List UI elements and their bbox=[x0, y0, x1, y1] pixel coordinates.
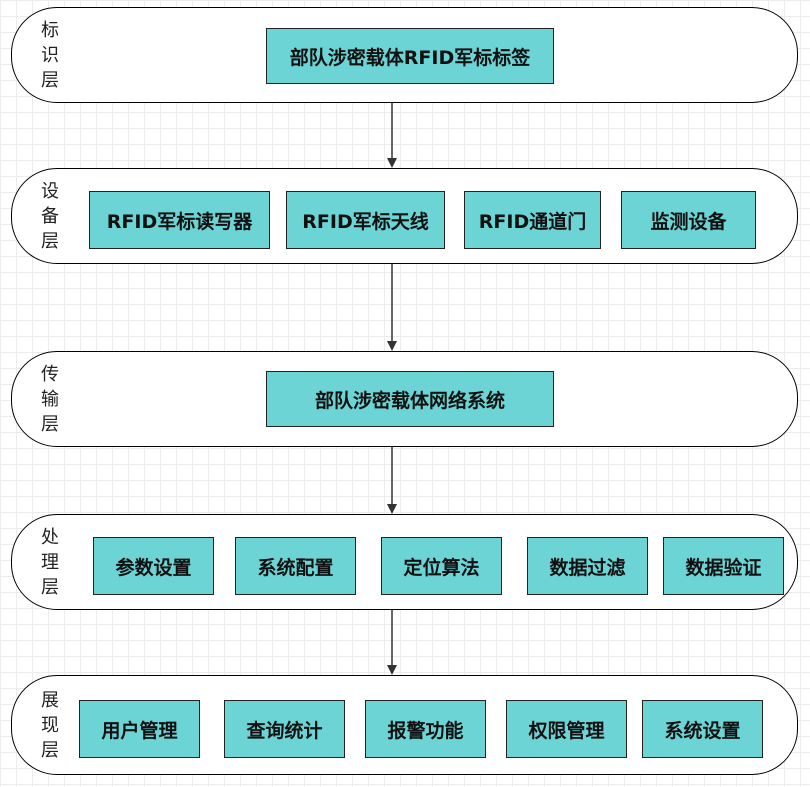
layer-presentation: 展现层 用户管理 查询统计 报警功能 权限管理 系统设置 bbox=[11, 675, 798, 775]
layer-device: 设备层 RFID军标读写器 RFID军标天线 RFID通道门 监测设备 bbox=[11, 168, 798, 264]
node-data-filter: 数据过滤 bbox=[527, 537, 648, 595]
node-monitor-device: 监测设备 bbox=[621, 191, 756, 249]
node-data-validation: 数据验证 bbox=[663, 537, 784, 595]
node-network-system: 部队涉密载体网络系统 bbox=[266, 371, 554, 427]
node-user-management: 用户管理 bbox=[79, 700, 200, 758]
node-query-statistics: 查询统计 bbox=[224, 700, 345, 758]
node-rfid-reader: RFID军标读写器 bbox=[89, 191, 270, 249]
node-alarm-function: 报警功能 bbox=[365, 700, 486, 758]
node-permission-management: 权限管理 bbox=[506, 700, 627, 758]
node-system-config: 系统配置 bbox=[235, 537, 356, 595]
node-rfid-antenna: RFID军标天线 bbox=[286, 191, 445, 249]
layer-transmission: 传输层 部队涉密载体网络系统 bbox=[11, 351, 798, 447]
layer-processing: 处理层 参数设置 系统配置 定位算法 数据过滤 数据验证 bbox=[11, 514, 798, 610]
layer-label: 设备层 bbox=[41, 180, 59, 252]
node-system-settings: 系统设置 bbox=[642, 700, 763, 758]
node-param-settings: 参数设置 bbox=[93, 537, 214, 595]
node-rfid-tag: 部队涉密载体RFID军标标签 bbox=[266, 28, 554, 84]
node-location-algorithm: 定位算法 bbox=[381, 537, 502, 595]
layer-label: 传输层 bbox=[41, 363, 59, 435]
layer-label: 展现层 bbox=[41, 689, 59, 761]
layer-label: 标识层 bbox=[41, 19, 59, 91]
layer-label: 处理层 bbox=[41, 526, 59, 598]
node-rfid-gate: RFID通道门 bbox=[464, 191, 601, 249]
layer-identification: 标识层 部队涉密载体RFID军标标签 bbox=[11, 7, 798, 103]
